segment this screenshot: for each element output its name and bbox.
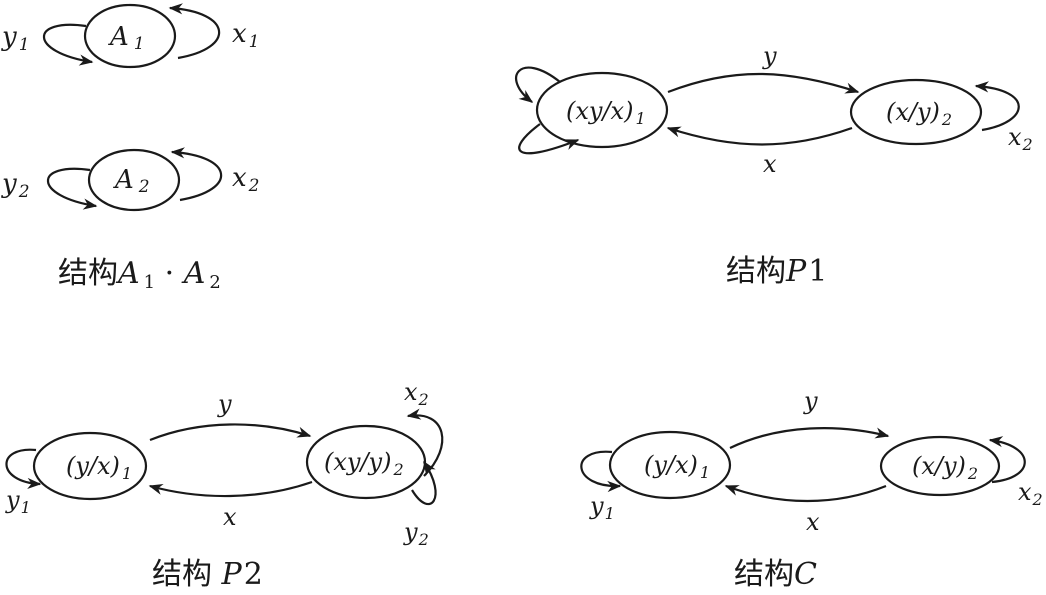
edge-x-p2 xyxy=(148,480,313,498)
node-y-x-1-c xyxy=(608,430,732,500)
edge-x-c xyxy=(724,484,887,503)
loop-y2-p2 xyxy=(411,460,437,506)
label-y-p2: y xyxy=(217,390,232,418)
caption-p2: 结构 P2 xyxy=(152,557,263,590)
node-y-x-1-c-label: (y/x)1 xyxy=(644,451,710,482)
structure-p2: (y/x)1 (xy/y)2 y x y1 x2 y2 结构 P2 xyxy=(5,378,444,592)
label-y2-p2: y2 xyxy=(403,518,429,549)
loop-left-bottom-p1 xyxy=(518,123,580,155)
edge-x-p1 xyxy=(666,126,853,146)
loop-x2-c xyxy=(988,436,1026,484)
label-y-p1: y xyxy=(762,42,777,70)
loop-x1-a1 xyxy=(168,3,221,60)
loop-left-top-p1 xyxy=(515,66,561,103)
node-y-x-1-p2 xyxy=(32,431,148,501)
label-x2-c: x2 xyxy=(1018,478,1043,509)
edge-y-p2 xyxy=(149,423,312,442)
label-y1-p2: y1 xyxy=(5,486,31,517)
node-x-y-2-c xyxy=(879,435,1001,497)
node-xy-y-2-p2-label: (xy/y)2 xyxy=(324,448,404,479)
label-y1-c: y1 xyxy=(589,492,615,523)
loop-x2-a2 xyxy=(170,147,223,202)
loop-y1-p2 xyxy=(5,448,42,490)
caption-p1: 结构P1 xyxy=(726,254,827,289)
caption-c: 结构C xyxy=(734,557,817,590)
label-y-c: y xyxy=(803,387,818,415)
loop-y1-a1 xyxy=(43,23,94,66)
node-y-x-1-p2-label: (y/x)1 xyxy=(66,452,132,483)
loop-y1-c xyxy=(580,450,622,493)
loop-y2-a2 xyxy=(47,167,98,210)
edge-y-p1 xyxy=(667,72,860,94)
label-x-p1: x xyxy=(763,150,777,178)
node-a2 xyxy=(87,148,181,212)
structure-c: (y/x)1 (x/y)2 y x y1 x2 结构C xyxy=(580,387,1043,592)
label-x-c: x xyxy=(806,508,820,536)
node-xy-x-1 xyxy=(535,71,669,149)
edge-y-c xyxy=(729,427,890,449)
node-x-y-2-label: (x/y)2 xyxy=(886,98,952,129)
label-x2-p2: x2 xyxy=(404,378,429,409)
loop-x2-p1 xyxy=(974,81,1020,132)
node-xy-x-1-label: (xy/x)1 xyxy=(566,97,646,128)
structure-p1: (xy/x)1 (x/y)2 y x x2 结构P1 xyxy=(515,42,1033,289)
label-x-p2: x xyxy=(223,503,237,531)
label-x2-p1: x2 xyxy=(1008,123,1033,154)
node-x-y-2-c-label: (x/y)2 xyxy=(912,452,978,483)
node-x-y-2 xyxy=(849,78,983,146)
node-a1 xyxy=(83,3,177,69)
